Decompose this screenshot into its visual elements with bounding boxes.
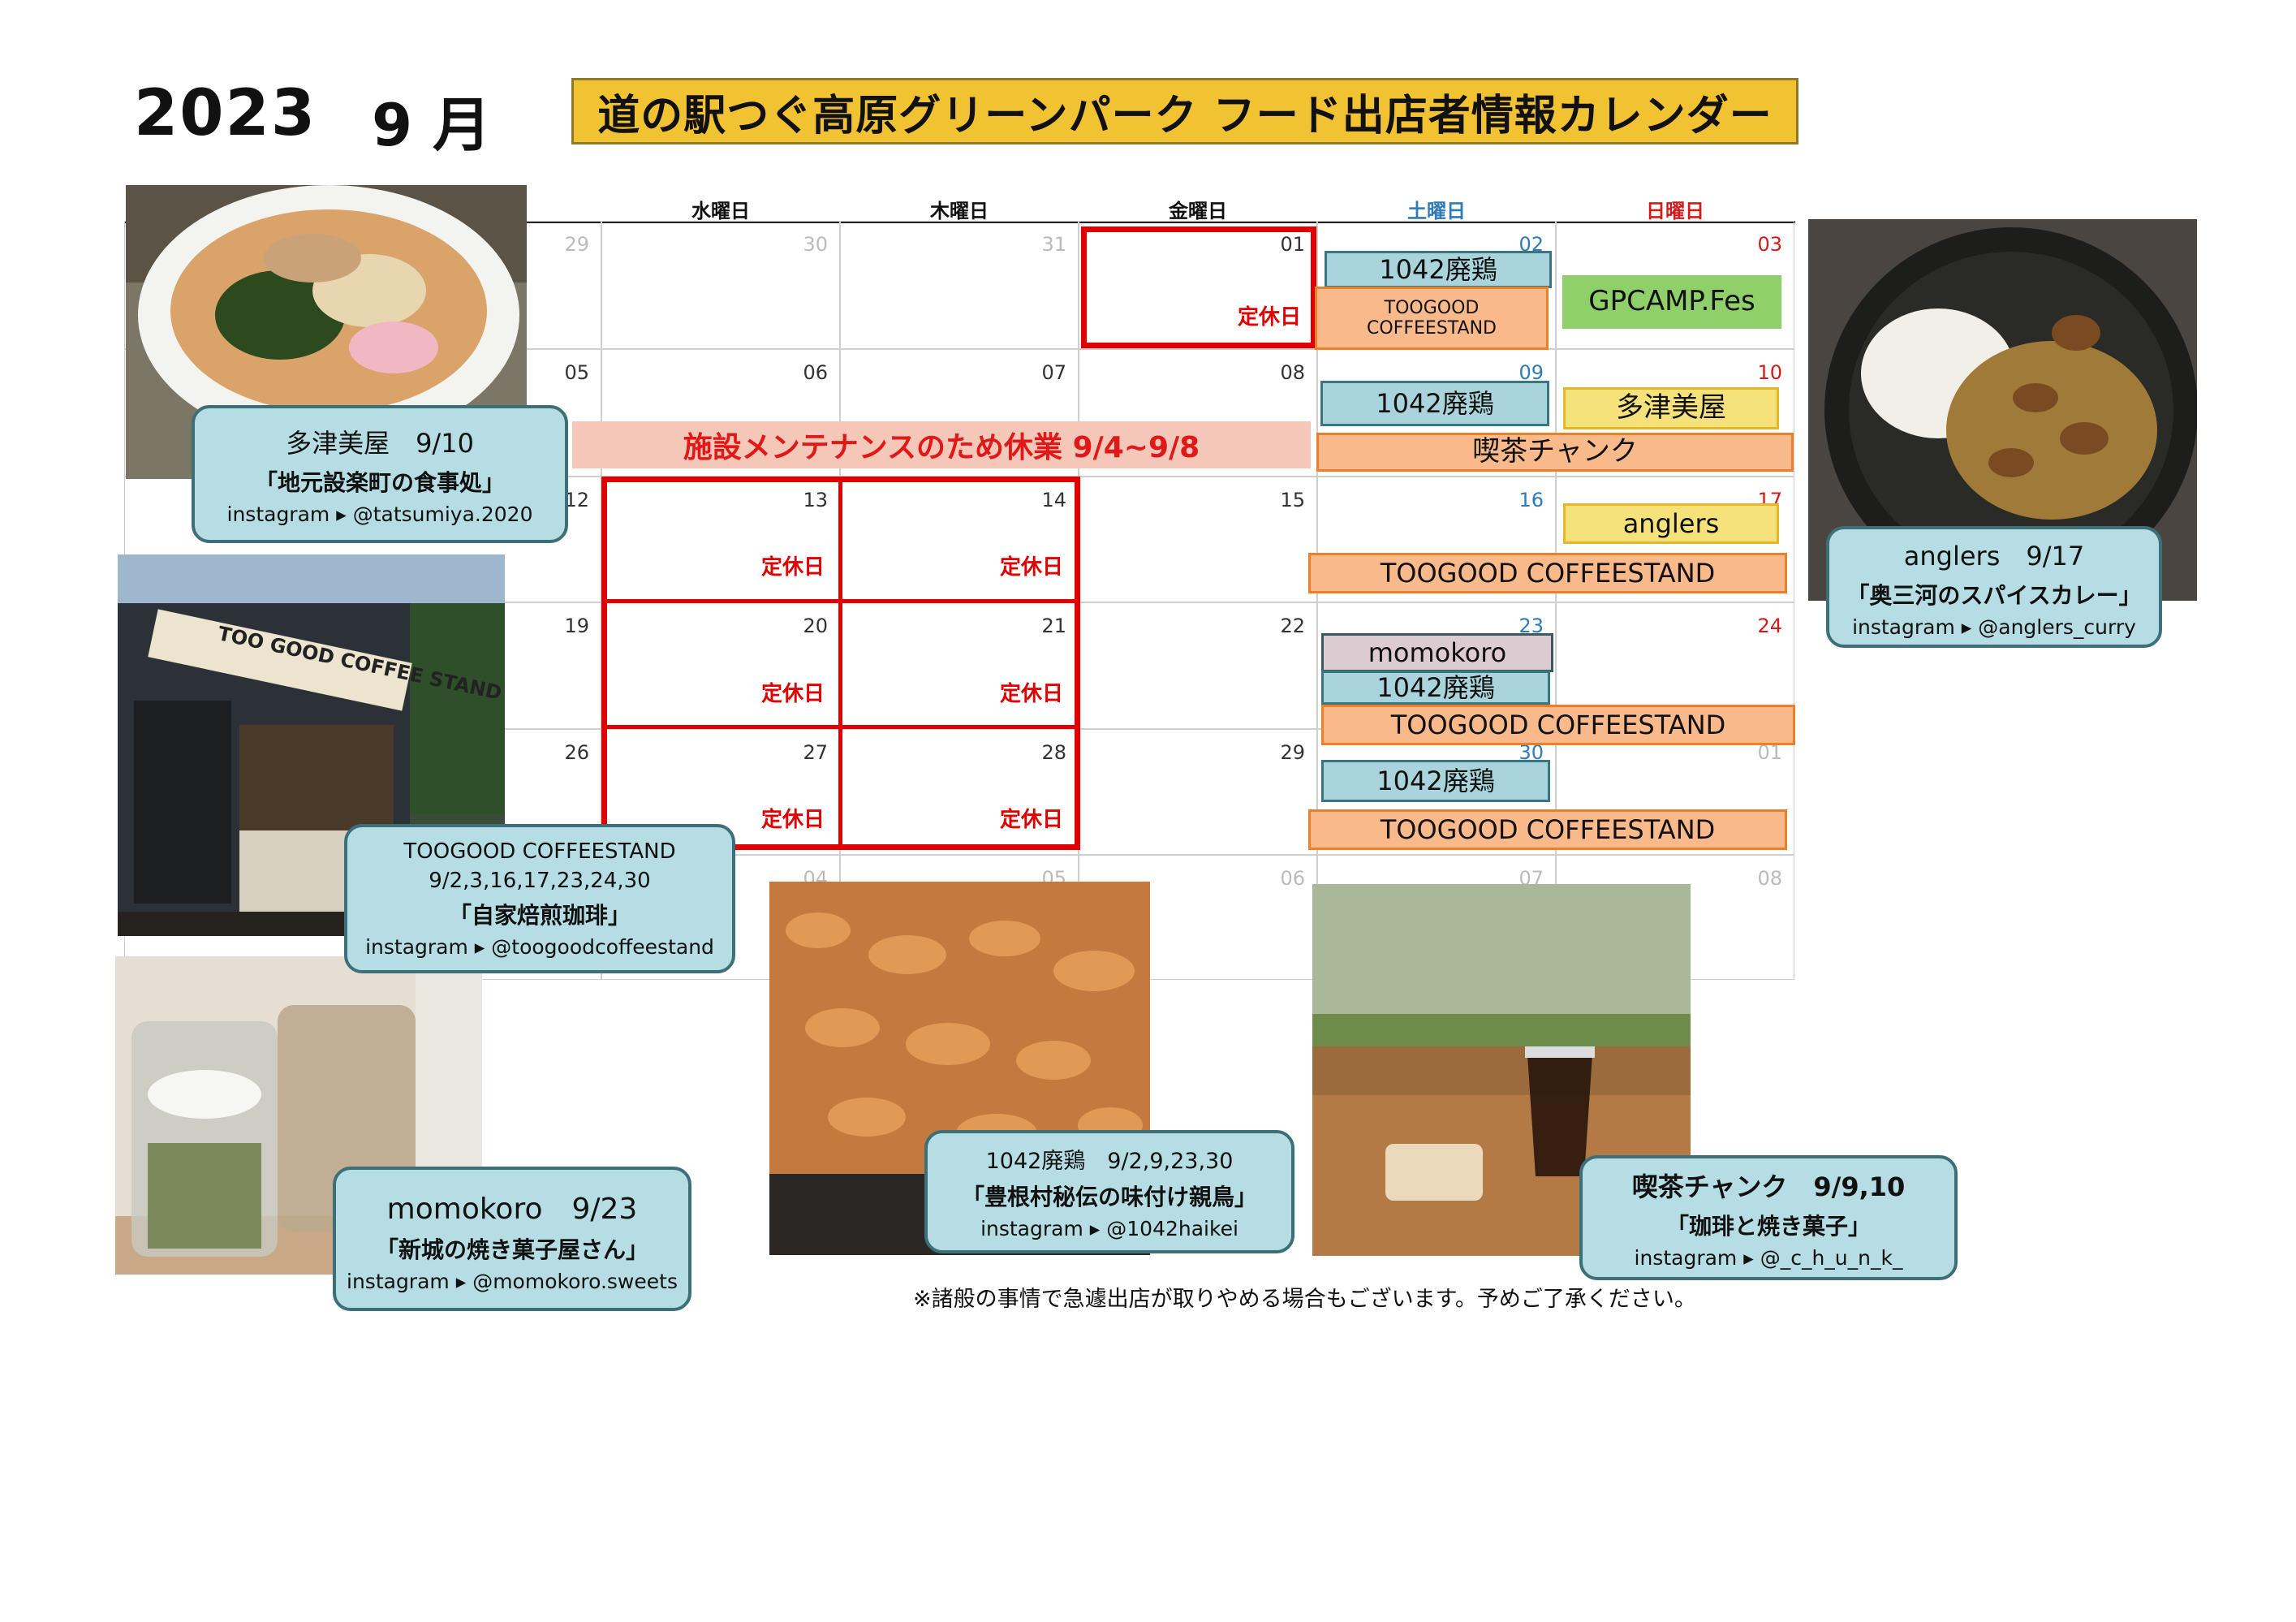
day-number: 08 bbox=[1757, 867, 1782, 890]
day-number: 01 bbox=[1280, 233, 1305, 256]
day-number: 06 bbox=[1280, 867, 1305, 890]
card-1042haikei: 1042廃鶏 9/2,9,23,30 「豊根村秘伝の味付け親鳥」 instagr… bbox=[924, 1130, 1294, 1253]
closed-label-20: 定休日 bbox=[761, 682, 825, 706]
calendar-cell: 22 bbox=[1079, 602, 1317, 729]
calendar-cell: 16 bbox=[1317, 477, 1556, 602]
day-number: 05 bbox=[564, 361, 589, 384]
card-momokoro: momokoro 9/23 「新城の焼き菓子屋さん」 instagram ▸ @… bbox=[333, 1167, 691, 1311]
event-1042-sep30: 1042廃鶏 bbox=[1321, 760, 1550, 802]
card-anglers: anglers 9/17 「奥三河のスパイスカレー」 instagram ▸ @… bbox=[1826, 526, 2162, 648]
card-1042haikei-insta: instagram ▸ @1042haikei bbox=[980, 1217, 1238, 1240]
card-tatsumiya-insta: instagram ▸ @tatsumiya.2020 bbox=[226, 502, 533, 526]
closed-divider bbox=[601, 725, 1080, 729]
event-anglers-sep17: anglers bbox=[1563, 503, 1779, 544]
calendar-cell: 03 bbox=[1556, 221, 1794, 349]
calendar-cell: 07 bbox=[840, 349, 1079, 477]
calendar-cell: 30 bbox=[601, 221, 840, 349]
day-number: 31 bbox=[1041, 233, 1066, 256]
closed-label-21: 定休日 bbox=[1000, 682, 1064, 706]
card-tatsumiya-desc: 「地元設楽町の食事処」 bbox=[254, 468, 505, 496]
card-momokoro-name: momokoro 9/23 bbox=[386, 1192, 638, 1226]
card-chunk-insta: instagram ▸ @_c_h_u_n_k_ bbox=[1634, 1245, 1903, 1270]
event-1042-sep9: 1042廃鶏 bbox=[1320, 381, 1549, 426]
event-1042-sep23: 1042廃鶏 bbox=[1321, 671, 1550, 705]
card-momokoro-insta: instagram ▸ @momokoro.sweets bbox=[347, 1269, 678, 1293]
card-tatsumiya: 多津美屋 9/10 「地元設楽町の食事処」 instagram ▸ @tatsu… bbox=[192, 405, 568, 543]
event-momokoro-sep23: momokoro bbox=[1321, 633, 1553, 672]
event-toogood-sep30: TOOGOOD COFFEESTAND bbox=[1308, 809, 1787, 850]
day-number: 03 bbox=[1757, 233, 1782, 256]
card-anglers-desc: 「奥三河のスパイスカレー」 bbox=[1846, 581, 2142, 609]
day-number: 20 bbox=[803, 615, 828, 637]
day-number: 06 bbox=[803, 361, 828, 384]
maintenance-notice: 施設メンテナンスのため休業 9/4~9/8 bbox=[572, 421, 1311, 468]
event-gpcamp: GPCAMP.Fes bbox=[1562, 275, 1781, 329]
card-chunk-desc: 「珈琲と焼き菓子」 bbox=[1665, 1212, 1871, 1240]
day-number: 29 bbox=[1280, 741, 1305, 764]
card-toogood-insta: instagram ▸ @toogoodcoffeestand bbox=[365, 934, 714, 959]
calendar-cell: 31 bbox=[840, 221, 1079, 349]
day-number: 26 bbox=[564, 741, 589, 764]
event-chunk: 喫茶チャンク bbox=[1316, 433, 1794, 472]
closed-box-01 bbox=[1081, 226, 1316, 348]
card-momokoro-desc: 「新城の焼き菓子屋さん」 bbox=[375, 1236, 648, 1263]
weekday-thu: 木曜日 bbox=[930, 200, 989, 222]
card-tatsumiya-name: 多津美屋 9/10 bbox=[286, 427, 474, 459]
day-number: 08 bbox=[1280, 361, 1305, 384]
event-1042-sep2: 1042廃鶏 bbox=[1325, 251, 1552, 288]
footer-note: ※諸般の事情で急遽出店が取りやめる場合もございます。予めご了承ください。 bbox=[913, 1287, 1696, 1312]
closed-label-13: 定休日 bbox=[761, 555, 825, 580]
day-number: 22 bbox=[1280, 615, 1305, 637]
day-number: 21 bbox=[1041, 615, 1066, 637]
closed-label-14: 定休日 bbox=[1000, 555, 1064, 580]
closed-label-01: 定休日 bbox=[1238, 305, 1302, 330]
card-toogood-dates: 9/2,3,16,17,23,24,30 bbox=[429, 868, 651, 893]
month-label: 9 月 bbox=[372, 91, 492, 159]
day-number: 27 bbox=[803, 741, 828, 764]
calendar-cell: 01 bbox=[1079, 221, 1317, 349]
calendar-cell: 08 bbox=[1079, 349, 1317, 477]
card-1042haikei-name: 1042廃鶏 9/2,9,23,30 bbox=[985, 1149, 1234, 1174]
closed-divider bbox=[601, 599, 1080, 603]
closed-divider bbox=[838, 477, 842, 850]
calendar-cell: 10 bbox=[1556, 349, 1794, 477]
day-number: 15 bbox=[1280, 489, 1305, 511]
card-anglers-name: anglers 9/17 bbox=[1903, 540, 2085, 572]
day-number: 12 bbox=[564, 489, 589, 511]
card-toogood: TOOGOOD COFFEESTAND 9/2,3,16,17,23,24,30… bbox=[344, 824, 735, 973]
calendar-title-banner: 道の駅つぐ高原グリーンパーク フード出店者情報カレンダー bbox=[571, 78, 1798, 145]
day-number: 16 bbox=[1518, 489, 1544, 511]
event-toogood-sep16: TOOGOOD COFFEESTAND bbox=[1308, 553, 1787, 593]
day-number: 14 bbox=[1041, 489, 1066, 511]
card-anglers-insta: instagram ▸ @anglers_curry bbox=[1852, 615, 2136, 639]
card-1042haikei-desc: 「豊根村秘伝の味付け親鳥」 bbox=[961, 1184, 1257, 1210]
calendar-top-rule bbox=[124, 221, 1795, 223]
day-number: 07 bbox=[1041, 361, 1066, 384]
calendar-cell: 06 bbox=[601, 349, 840, 477]
day-number: 30 bbox=[803, 233, 828, 256]
calendar-cell: 29 bbox=[1079, 729, 1317, 855]
weekday-wed: 水曜日 bbox=[691, 200, 750, 222]
weekday-sun: 日曜日 bbox=[1646, 200, 1704, 222]
closed-label-28: 定休日 bbox=[1000, 808, 1064, 832]
event-toogood-sep2: TOOGOOD COFFEESTAND bbox=[1315, 287, 1549, 350]
closed-label-27: 定休日 bbox=[761, 808, 825, 832]
day-number: 13 bbox=[803, 489, 828, 511]
day-number: 09 bbox=[1518, 361, 1544, 384]
event-toogood-sep23: TOOGOOD COFFEESTAND bbox=[1321, 705, 1795, 745]
year-label: 2023 bbox=[134, 77, 317, 150]
day-number: 28 bbox=[1041, 741, 1066, 764]
weekday-fri: 金曜日 bbox=[1169, 200, 1227, 222]
day-number: 24 bbox=[1757, 615, 1782, 637]
calendar-cell: 15 bbox=[1079, 477, 1317, 602]
card-toogood-desc: 「自家焙煎珈琲」 bbox=[448, 901, 631, 929]
day-number: 19 bbox=[564, 615, 589, 637]
card-chunk: 喫茶チャンク 9/9,10 「珈琲と焼き菓子」 instagram ▸ @_c_… bbox=[1579, 1155, 1958, 1280]
event-tatsumiya-sep10: 多津美屋 bbox=[1563, 387, 1779, 429]
card-chunk-name: 喫茶チャンク 9/9,10 bbox=[1631, 1171, 1906, 1202]
day-number: 29 bbox=[564, 233, 589, 256]
day-number: 10 bbox=[1757, 361, 1782, 384]
weekday-sat: 土曜日 bbox=[1407, 200, 1466, 222]
card-toogood-name: TOOGOOD COFFEESTAND bbox=[403, 839, 676, 864]
